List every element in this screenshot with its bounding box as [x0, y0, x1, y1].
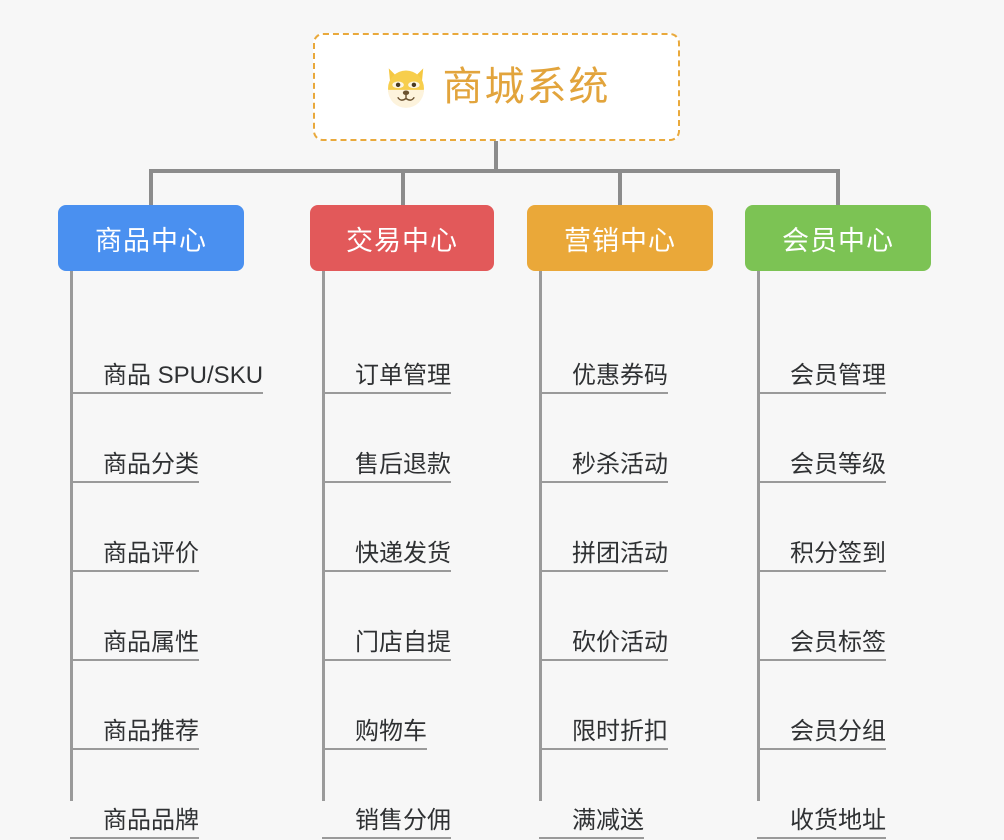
- branch-column-marketing-center: 营销中心 优惠券码 秒杀活动 拼团活动 砍价活动 限时折扣 满减送: [527, 205, 713, 840]
- leaf-item[interactable]: 会员标签: [757, 630, 886, 662]
- leaf-item[interactable]: 门店自提: [322, 630, 451, 662]
- shiba-dog-face-icon: [383, 64, 429, 110]
- leaf-item[interactable]: 快递发货: [322, 541, 451, 573]
- branch-column-trade-center: 交易中心 订单管理 售后退款 快递发货 门店自提 购物车 销售分佣: [310, 205, 494, 840]
- leaf-item[interactable]: 商品推荐: [70, 719, 199, 751]
- leaf-item[interactable]: 满减送: [539, 808, 644, 840]
- leaf-item[interactable]: 商品 SPU/SKU: [70, 363, 264, 395]
- leaf-item[interactable]: 商品品牌: [70, 808, 199, 840]
- leaf-item[interactable]: 会员分组: [757, 719, 886, 751]
- connector-root-stem: [494, 141, 498, 172]
- leaf-item[interactable]: 会员管理: [757, 363, 886, 395]
- branch-header-product-center[interactable]: 商品中心: [58, 205, 244, 271]
- leaf-item[interactable]: 收货地址: [757, 808, 886, 840]
- leaf-item[interactable]: 销售分佣: [322, 808, 451, 840]
- branch-header-trade-center[interactable]: 交易中心: [310, 205, 494, 271]
- leaf-item[interactable]: 积分签到: [757, 541, 886, 573]
- leaf-item[interactable]: 限时折扣: [539, 719, 668, 751]
- root-title: 商城系统: [442, 65, 611, 109]
- branch-header-member-center[interactable]: 会员中心: [745, 205, 931, 271]
- connector-drop-4: [836, 169, 840, 207]
- leaf-item[interactable]: 订单管理: [322, 363, 451, 395]
- connector-horizontal-bus: [149, 169, 840, 173]
- branch-column-member-center: 会员中心 会员管理 会员等级 积分签到 会员标签 会员分组 收货地址: [745, 205, 931, 840]
- connector-drop-2: [401, 169, 405, 207]
- leaf-item[interactable]: 商品评价: [70, 541, 199, 573]
- connector-drop-3: [618, 169, 622, 207]
- leaf-item[interactable]: 优惠券码: [539, 363, 668, 395]
- connector-drop-1: [149, 169, 153, 207]
- branch-column-product-center: 商品中心 商品 SPU/SKU 商品分类 商品评价 商品属性 商品推荐 商品品牌: [58, 205, 264, 840]
- branch-header-marketing-center[interactable]: 营销中心: [527, 205, 713, 271]
- branch-rail: [757, 271, 760, 801]
- leaf-item[interactable]: 商品分类: [70, 452, 199, 484]
- branch-rail: [70, 271, 73, 801]
- leaf-item[interactable]: 砍价活动: [539, 630, 668, 662]
- leaf-item[interactable]: 售后退款: [322, 452, 451, 484]
- leaf-item[interactable]: 会员等级: [757, 452, 886, 484]
- branch-rail: [539, 271, 542, 801]
- leaf-item[interactable]: 秒杀活动: [539, 452, 668, 484]
- leaf-item[interactable]: 购物车: [322, 719, 427, 751]
- leaf-item[interactable]: 拼团活动: [539, 541, 668, 573]
- leaf-item[interactable]: 商品属性: [70, 630, 199, 662]
- branch-rail: [322, 271, 325, 801]
- root-node[interactable]: 商城系统: [313, 33, 680, 141]
